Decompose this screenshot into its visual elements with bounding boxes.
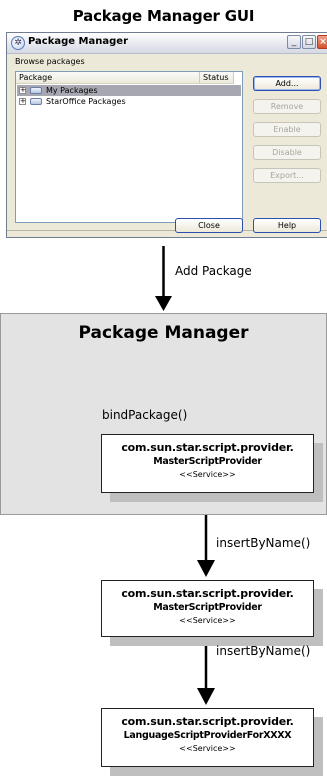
column-header-package[interactable]: Package: [16, 72, 200, 84]
browse-packages-label: Browse packages: [15, 57, 85, 66]
service-package: com.sun.star.script.provider.: [121, 715, 294, 728]
help-button[interactable]: Help: [253, 218, 321, 233]
maximize-button[interactable]: □: [302, 35, 316, 49]
service-stereotype: <<Service>>: [179, 616, 236, 625]
column-header-status[interactable]: Status: [200, 72, 234, 84]
service-name: MasterScriptProvider: [153, 602, 262, 613]
tree-row-label: My Packages: [46, 86, 98, 95]
package-manager-dialog: ✲ Package Manager _ □ × Browse packages …: [6, 32, 327, 238]
service-box-language: com.sun.star.script.provider. LanguageSc…: [101, 708, 314, 767]
service-name: MasterScriptProvider: [153, 456, 262, 467]
window-title: Package Manager: [28, 36, 128, 47]
service-stereotype: <<Service>>: [179, 470, 236, 479]
arrowhead: [197, 688, 215, 705]
package-tree[interactable]: Package Status + My Packages + StarOffic…: [15, 71, 243, 223]
service-stereotype: <<Service>>: [179, 744, 236, 753]
arrowhead: [197, 560, 215, 577]
service-name: LanguageScriptProviderForXXXX: [123, 730, 292, 741]
minimize-button[interactable]: _: [287, 35, 301, 49]
expand-icon[interactable]: +: [19, 86, 26, 94]
service-box-master-1: com.sun.star.script.provider. MasterScri…: [101, 434, 314, 493]
service-package: com.sun.star.script.provider.: [121, 587, 294, 600]
window-titlebar[interactable]: ✲ Package Manager _ □ ×: [7, 33, 327, 54]
tree-row-label: StarOffice Packages: [46, 97, 126, 106]
service-package: com.sun.star.script.provider.: [121, 441, 294, 454]
add-package-label: Add Package: [175, 264, 252, 278]
tree-row-my-packages[interactable]: + My Packages: [17, 85, 241, 96]
insert-by-name-label-2: insertByName(): [216, 644, 311, 658]
package-icon: [30, 87, 42, 94]
divider: [7, 230, 327, 231]
add-button[interactable]: Add...: [253, 76, 321, 91]
arrowhead: [155, 296, 172, 311]
enable-button[interactable]: Enable: [253, 122, 321, 137]
bind-package-label: bindPackage(): [102, 408, 188, 422]
disable-button[interactable]: Disable: [253, 145, 321, 160]
expand-icon[interactable]: +: [19, 97, 26, 105]
figure-title: Package Manager GUI: [72, 7, 255, 25]
tree-row-staroffice-packages[interactable]: + StarOffice Packages: [17, 96, 241, 107]
app-icon: ✲: [11, 36, 25, 50]
insert-by-name-label-1: insertByName(): [216, 536, 311, 550]
export-button[interactable]: Export...: [253, 168, 321, 183]
service-box-master-2: com.sun.star.script.provider. MasterScri…: [101, 580, 314, 637]
close-button[interactable]: Close: [175, 218, 243, 233]
panel-title: Package Manager: [78, 323, 249, 343]
close-window-button[interactable]: ×: [317, 35, 327, 49]
remove-button[interactable]: Remove: [253, 99, 321, 114]
package-icon: [30, 98, 42, 105]
